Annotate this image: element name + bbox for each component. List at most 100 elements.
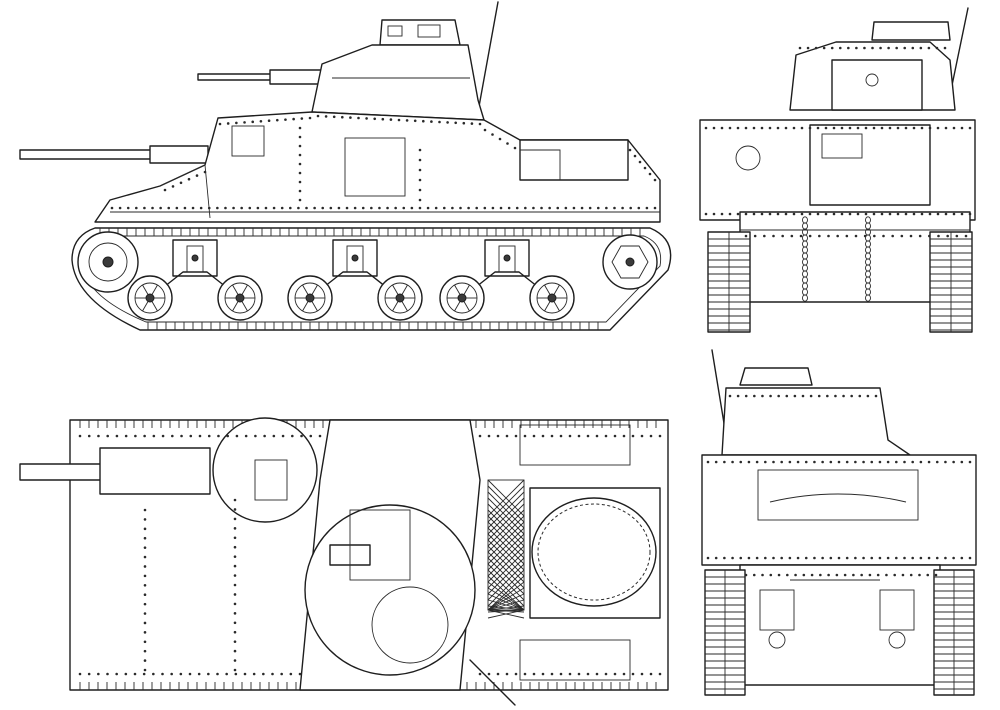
- side-rivet: [548, 206, 551, 210]
- top-rivet: [487, 434, 491, 438]
- rear-rivet: [834, 394, 837, 398]
- top-rivet: [478, 434, 482, 438]
- side-rivet: [159, 206, 162, 210]
- top-rivet: [318, 434, 322, 438]
- bogie-assembly: [309, 239, 401, 299]
- front-rivet: [752, 126, 756, 130]
- side-rivet: [259, 119, 263, 123]
- side-turret: [311, 44, 485, 121]
- rear-rivet: [885, 573, 888, 577]
- rear-rivet: [813, 556, 816, 560]
- rear-rivet: [845, 460, 849, 464]
- top-rivet: [244, 434, 248, 438]
- top-rivet: [622, 434, 626, 438]
- side-rivets: [110, 114, 657, 210]
- front-cupola: [871, 21, 951, 41]
- rear-rivet: [944, 460, 947, 464]
- side-rivet: [298, 180, 302, 184]
- rear-rivet: [909, 573, 913, 577]
- top-rivet: [78, 434, 82, 438]
- front-rivet: [960, 126, 964, 130]
- top-rivet: [188, 672, 192, 676]
- front-rivet: [927, 46, 931, 50]
- front-rivet: [799, 234, 803, 238]
- side-rivet: [418, 206, 422, 210]
- rear-rivet: [893, 573, 896, 577]
- front-rivet: [840, 126, 844, 130]
- top-rivet: [233, 574, 237, 577]
- side-turret-gun: [197, 69, 329, 85]
- front-rivet: [864, 212, 868, 216]
- top-rivet: [613, 434, 617, 438]
- side-rivet: [298, 135, 302, 139]
- rear-rivet: [764, 556, 767, 560]
- rear-rivet: [952, 460, 955, 464]
- side-rivet: [191, 206, 195, 210]
- front-rivet: [838, 46, 842, 50]
- rear-rivet: [796, 556, 800, 560]
- front-rivet: [781, 234, 784, 238]
- front-rivet: [928, 234, 931, 238]
- front-rivet: [888, 126, 892, 130]
- front-rivet: [855, 46, 858, 50]
- rear-rivet: [752, 573, 756, 577]
- top-antenna: [469, 659, 516, 706]
- top-rivet: [604, 672, 608, 676]
- side-rivet: [256, 206, 260, 210]
- side-rivet: [459, 206, 462, 210]
- top-rivet: [234, 672, 238, 676]
- top-rivet: [225, 672, 228, 676]
- top-rivet: [541, 434, 545, 438]
- side-rivet: [187, 177, 191, 181]
- side-rivet: [308, 116, 312, 120]
- top-rivet: [152, 434, 156, 438]
- rear-rivet: [777, 394, 780, 398]
- top-rivet: [478, 672, 482, 676]
- top-rivet: [649, 434, 653, 438]
- side-rivet: [349, 116, 352, 119]
- top-rivet: [78, 672, 82, 676]
- rear-rivet: [960, 556, 964, 560]
- side-rivet: [216, 206, 219, 210]
- rear-rivet: [911, 556, 914, 560]
- top-rivet: [207, 672, 210, 676]
- rear-rivet: [868, 573, 872, 577]
- front-rivet: [752, 212, 756, 216]
- top-rivet: [217, 434, 220, 438]
- top-rivet: [586, 672, 590, 676]
- top-view: [19, 417, 669, 706]
- front-rivet: [863, 46, 866, 50]
- top-rivet: [235, 434, 239, 438]
- side-rivet: [357, 116, 360, 120]
- side-rivet: [637, 206, 641, 210]
- top-rivet: [233, 612, 237, 615]
- front-rivet: [768, 126, 772, 130]
- front-rivet: [827, 234, 830, 238]
- top-grille-mesh: [487, 479, 525, 619]
- rear-rivet: [935, 556, 939, 560]
- top-rivet: [143, 583, 147, 587]
- side-rivet: [410, 206, 414, 210]
- front-rivet: [848, 212, 852, 216]
- side-rivet: [321, 206, 325, 210]
- front-rivet: [919, 46, 923, 50]
- front-rivet: [792, 126, 796, 130]
- front-rivet: [704, 212, 708, 216]
- side-rivet: [628, 148, 632, 152]
- rear-rivet: [837, 460, 841, 464]
- rear-rivet: [903, 460, 906, 464]
- top-rivet: [143, 668, 147, 672]
- rear-rivet: [886, 556, 890, 560]
- front-rivet: [871, 46, 874, 50]
- side-rivet: [580, 206, 584, 210]
- side-rivet: [143, 206, 146, 210]
- front-rivet: [880, 126, 884, 130]
- top-rivet: [97, 672, 100, 676]
- front-75mm-mount: [735, 145, 761, 171]
- top-rivet: [233, 649, 237, 653]
- front-rivet: [952, 126, 956, 130]
- top-rivet: [233, 593, 237, 596]
- rear-rivet: [785, 394, 789, 398]
- rear-tracks: [704, 569, 975, 696]
